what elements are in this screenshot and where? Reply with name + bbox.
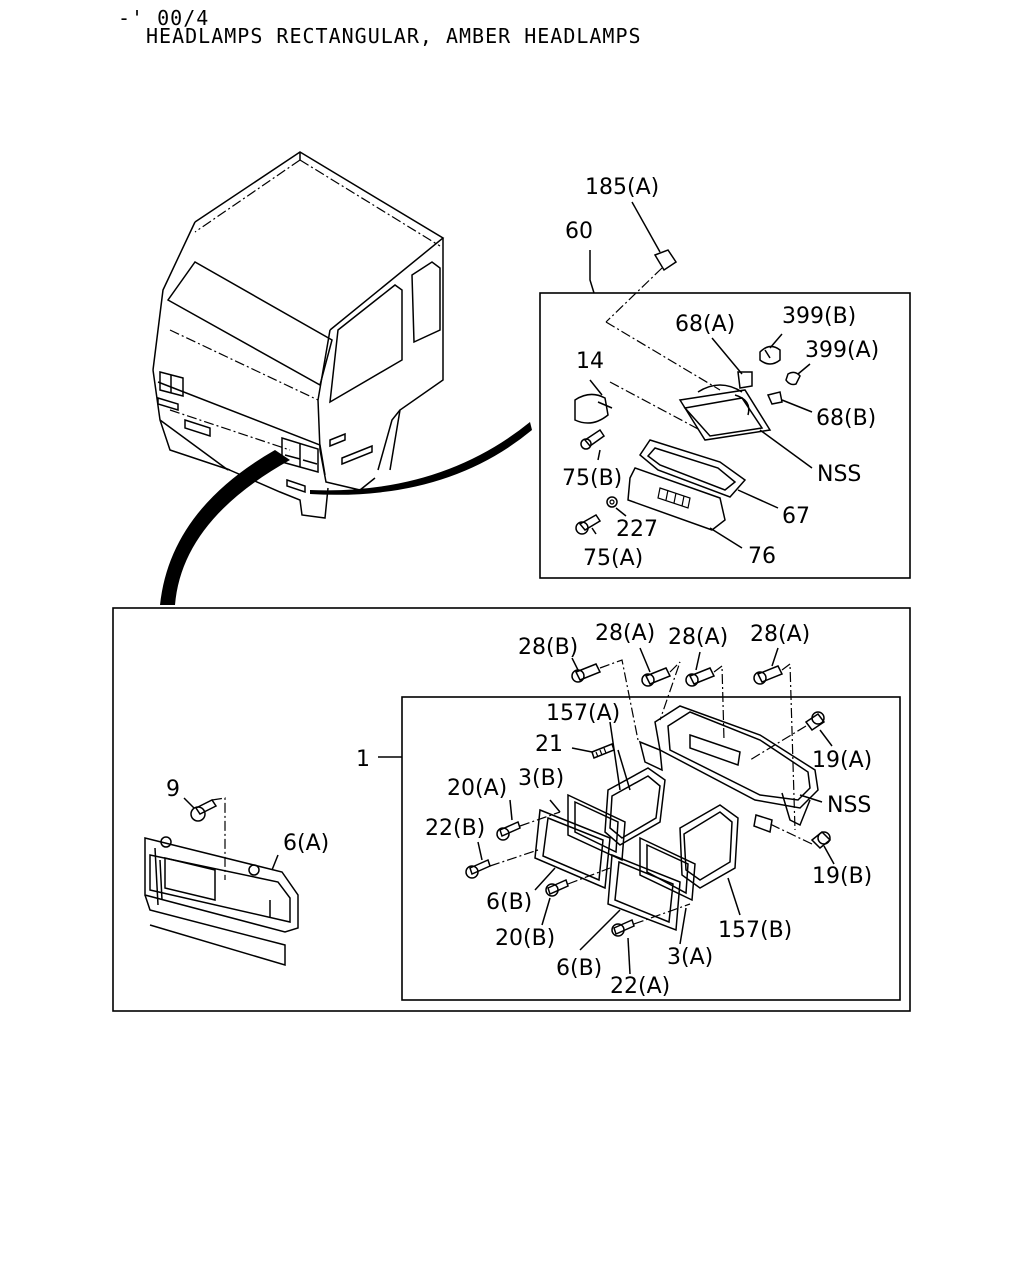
truck-cab-drawing	[152, 151, 532, 605]
callout-227: 227	[616, 517, 658, 542]
bulb-a-part	[737, 371, 753, 389]
bolt-22b-part	[465, 858, 491, 879]
callout-19a: 19(A)	[812, 748, 872, 773]
headlamp-3a-part	[639, 836, 696, 902]
callout-21: 21	[535, 732, 563, 757]
callout-9: 9	[166, 777, 180, 802]
socket-a-part	[785, 371, 801, 386]
lamp-body-157b-part	[679, 804, 739, 889]
bolt-22a-part	[611, 918, 635, 937]
callout-68a: 68(A)	[675, 312, 735, 337]
screw-75a-part	[578, 514, 602, 531]
callout-157a: 157(A)	[546, 701, 620, 726]
callout-nss-bottom: NSS	[827, 793, 871, 818]
callout-nss-top: NSS	[817, 462, 861, 487]
callout-28a-2: 28(A)	[668, 625, 728, 650]
socket-b-part	[759, 345, 781, 365]
model-range-label: -' 00/4	[118, 6, 210, 30]
bolt-19b-part	[810, 830, 832, 850]
callout-67: 67	[782, 504, 810, 529]
bolt-20a-part	[496, 820, 521, 841]
lamp-housing-part	[678, 384, 772, 441]
gasket-part	[639, 439, 747, 498]
callout-6b-lower: 6(B)	[556, 956, 602, 981]
callout-399a: 399(A)	[805, 338, 879, 363]
bezel-6a-part	[144, 836, 299, 967]
screw-21-part	[591, 743, 615, 759]
screw-9-part	[194, 799, 218, 815]
callout-75b: 75(B)	[562, 466, 622, 491]
socket-part	[574, 379, 701, 431]
callout-3a: 3(A)	[667, 945, 713, 970]
headlamp-assembly-box	[112, 607, 911, 1012]
callout-28a-3: 28(A)	[750, 622, 810, 647]
callout-14: 14	[576, 349, 604, 374]
turn-signal-assembly-box	[539, 292, 911, 579]
callout-76: 76	[748, 544, 776, 569]
rim-6b-lower-part	[607, 853, 681, 932]
callout-157b: 157(B)	[718, 918, 792, 943]
washer-227-part	[606, 496, 618, 508]
callout-28b: 28(B)	[518, 635, 578, 660]
callout-22a: 22(A)	[610, 974, 670, 999]
lamp-body-157a-part	[604, 767, 666, 846]
bolt-28a-2-part	[685, 667, 716, 687]
callout-19b: 19(B)	[812, 864, 872, 889]
callout-75a: 75(A)	[583, 546, 643, 571]
screw-75b-part	[583, 428, 606, 448]
callout-68b: 68(B)	[816, 406, 876, 431]
callout-1: 1	[356, 747, 370, 772]
callout-6b-upper: 6(B)	[486, 890, 532, 915]
rim-6b-upper-part	[534, 808, 611, 890]
callout-3b: 3(B)	[518, 766, 564, 791]
callout-6a: 6(A)	[283, 831, 329, 856]
callout-28a-1: 28(A)	[595, 621, 655, 646]
callout-185a: 185(A)	[585, 175, 659, 200]
callout-20a: 20(A)	[447, 776, 507, 801]
bolt-20b-part	[545, 878, 569, 897]
bolt-19a-part	[804, 711, 826, 732]
headlamp-subassembly-box	[401, 696, 901, 1001]
callout-399b: 399(B)	[782, 304, 856, 329]
callout-22b: 22(B)	[425, 816, 485, 841]
bracket-part	[638, 705, 819, 834]
callout-20b: 20(B)	[495, 926, 555, 951]
callout-60: 60	[565, 219, 593, 244]
bolt-28a-1-part	[641, 667, 672, 687]
bolt-28a-3-part	[753, 665, 784, 685]
diagram-title: HEADLAMPS RECTANGULAR, AMBER HEADLAMPS	[146, 24, 642, 48]
